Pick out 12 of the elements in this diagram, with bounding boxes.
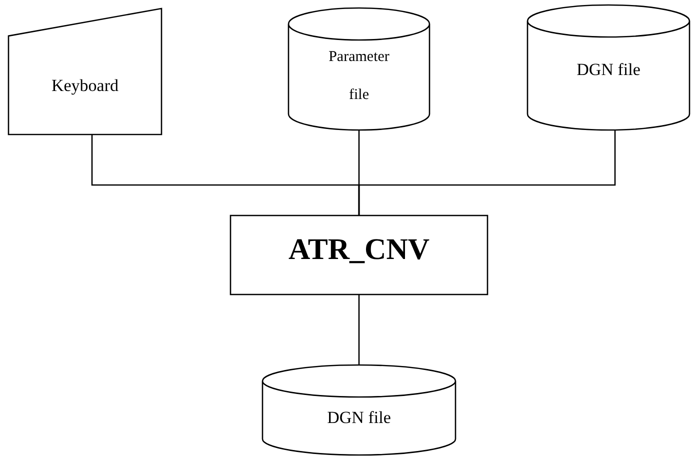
process-box [230,215,488,295]
node-label: Keyboard [50,76,120,96]
node-label: DGN file [576,60,642,80]
connector-line [358,295,360,365]
database-cylinder [262,365,456,455]
connector-line [358,130,616,215]
manual-input-shape [8,8,162,135]
node-label: DGN file [326,408,392,428]
database-cylinder [527,5,690,130]
node-label: Parameter file [328,48,390,105]
program-name: ATR_CNV [287,233,431,267]
database-cylinder [288,8,430,130]
